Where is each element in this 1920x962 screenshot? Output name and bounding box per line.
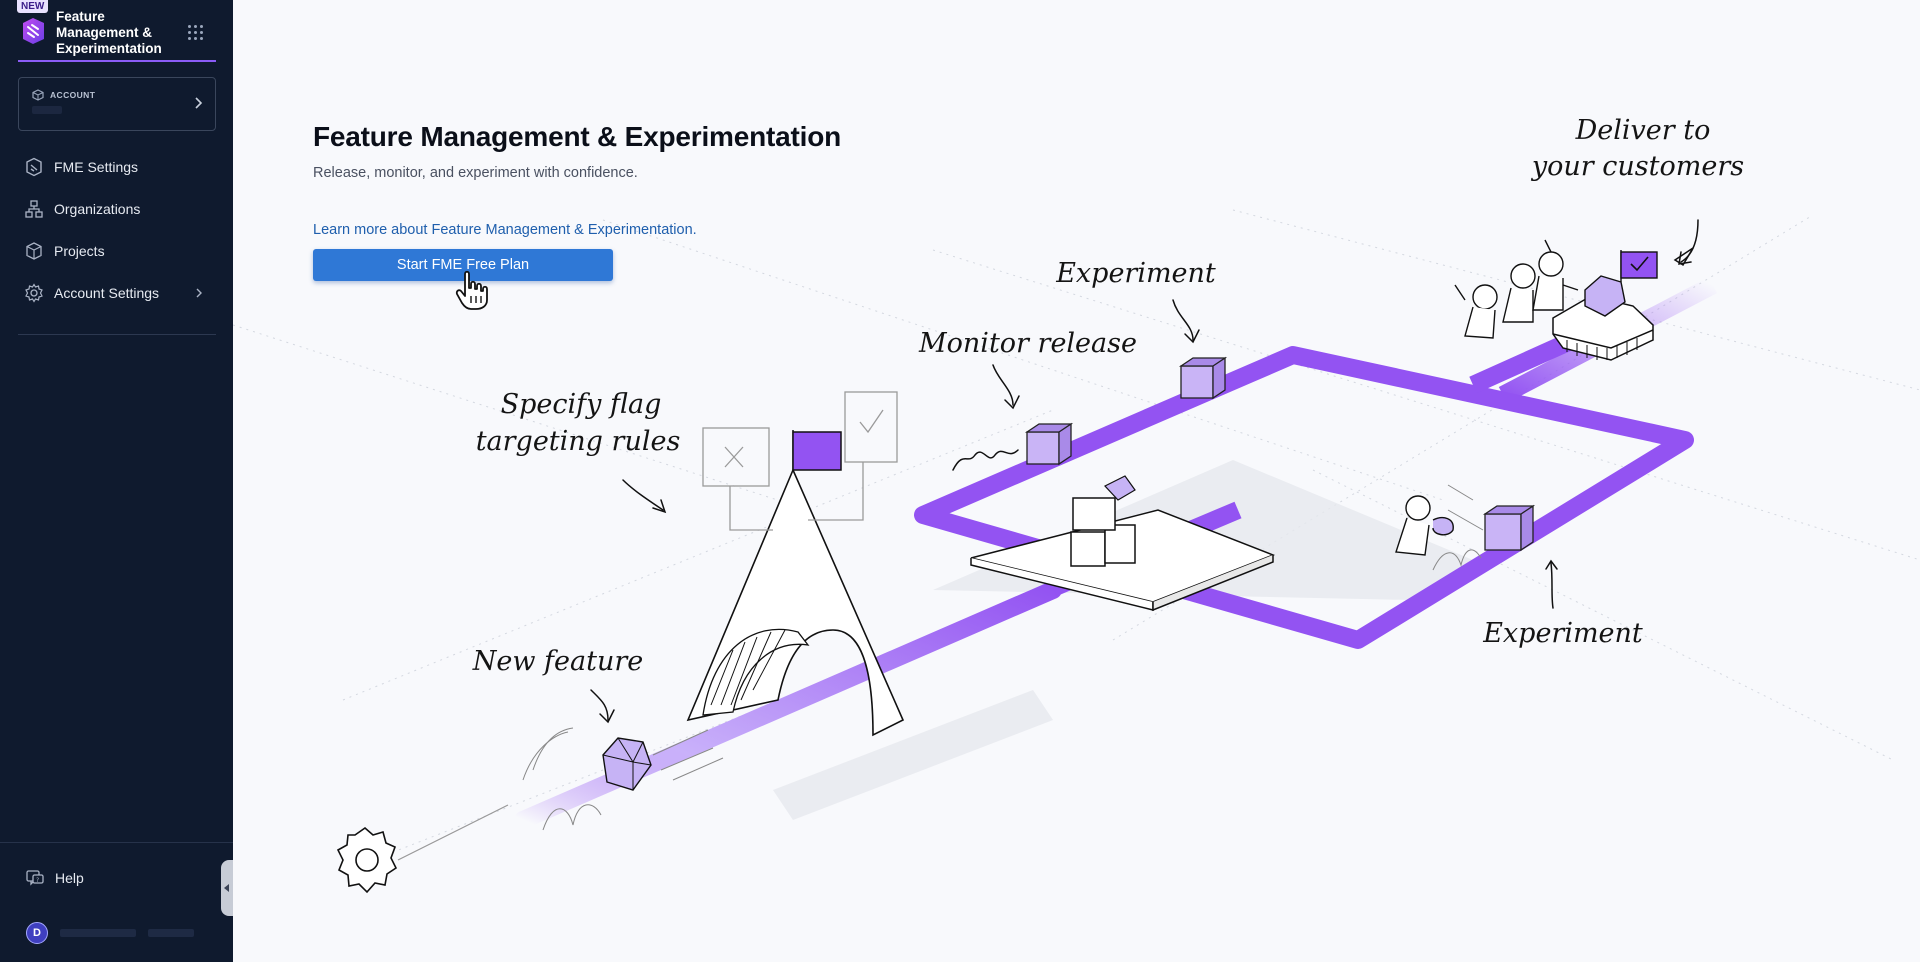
sidebar-bottom-divider [0, 842, 233, 843]
chevron-right-icon [196, 288, 202, 298]
sidebar-item-label: Account Settings [54, 285, 160, 301]
module-title: Feature Management & Experimentation [56, 9, 162, 56]
learn-more-link[interactable]: Learn more about Feature Management & Ex… [313, 222, 697, 238]
fme-logo-icon [23, 18, 44, 44]
page-title: Feature Management & Experimentation [313, 121, 842, 152]
module-header[interactable]: NEW Feature Management & Experimentation [17, 0, 216, 62]
fme-workflow-illustration: Deliver to your customers Experiment Mon… [233, 115, 1920, 894]
main-content: Deliver to your customers Experiment Mon… [233, 0, 1920, 962]
collapse-sidebar-handle[interactable] [221, 860, 233, 916]
chevron-right-icon [195, 97, 203, 109]
page-subtitle: Release, monitor, and experiment with co… [313, 165, 638, 181]
projects-icon [26, 242, 42, 260]
label-experiment-right: Experiment [1482, 618, 1643, 649]
sidebar-item-label: Organizations [54, 201, 141, 217]
label-monitor-release: Monitor release [918, 328, 1137, 359]
apps-grid-icon[interactable] [188, 25, 204, 41]
gear-icon [25, 283, 43, 303]
organizations-icon [25, 200, 43, 218]
label-deliver-line1: Deliver to [1575, 115, 1711, 146]
sidebar: NEW Feature Management & Experimentation… [0, 0, 233, 962]
account-name-redacted [32, 106, 62, 114]
sidebar-item-organizations[interactable]: Organizations [18, 194, 216, 224]
help-label: Help [55, 870, 84, 886]
new-badge: NEW [17, 0, 49, 13]
label-experiment-top: Experiment [1055, 258, 1216, 289]
label-specify-line2: targeting rules [476, 426, 681, 457]
user-name-redacted [60, 929, 136, 937]
sidebar-item-help[interactable]: ? Help [18, 863, 216, 893]
sidebar-item-fme-settings[interactable]: FME Settings [18, 152, 216, 182]
hand-pointer-cursor-icon [455, 270, 488, 310]
account-icon [32, 89, 44, 101]
help-chat-icon: ? [26, 870, 44, 886]
sidebar-item-account-settings[interactable]: Account Settings [18, 278, 216, 308]
sidebar-item-label: Projects [54, 243, 105, 259]
label-specify-line1: Specify flag [501, 389, 662, 420]
user-email-redacted [148, 929, 194, 937]
sidebar-item-label: FME Settings [54, 159, 139, 175]
svg-text:?: ? [36, 877, 39, 884]
user-profile[interactable]: D [26, 922, 194, 944]
account-label: ACCOUNT [50, 90, 96, 100]
account-selector[interactable]: ACCOUNT [18, 77, 216, 131]
sidebar-divider [18, 334, 216, 335]
sidebar-item-projects[interactable]: Projects [18, 236, 216, 266]
start-free-plan-button[interactable]: Start FME Free Plan [313, 249, 613, 281]
avatar: D [26, 922, 48, 944]
label-deliver-line2: your customers [1531, 151, 1744, 182]
fme-settings-icon [26, 157, 42, 177]
collapse-arrow-icon [224, 884, 229, 892]
label-new-feature: New feature [472, 646, 644, 677]
